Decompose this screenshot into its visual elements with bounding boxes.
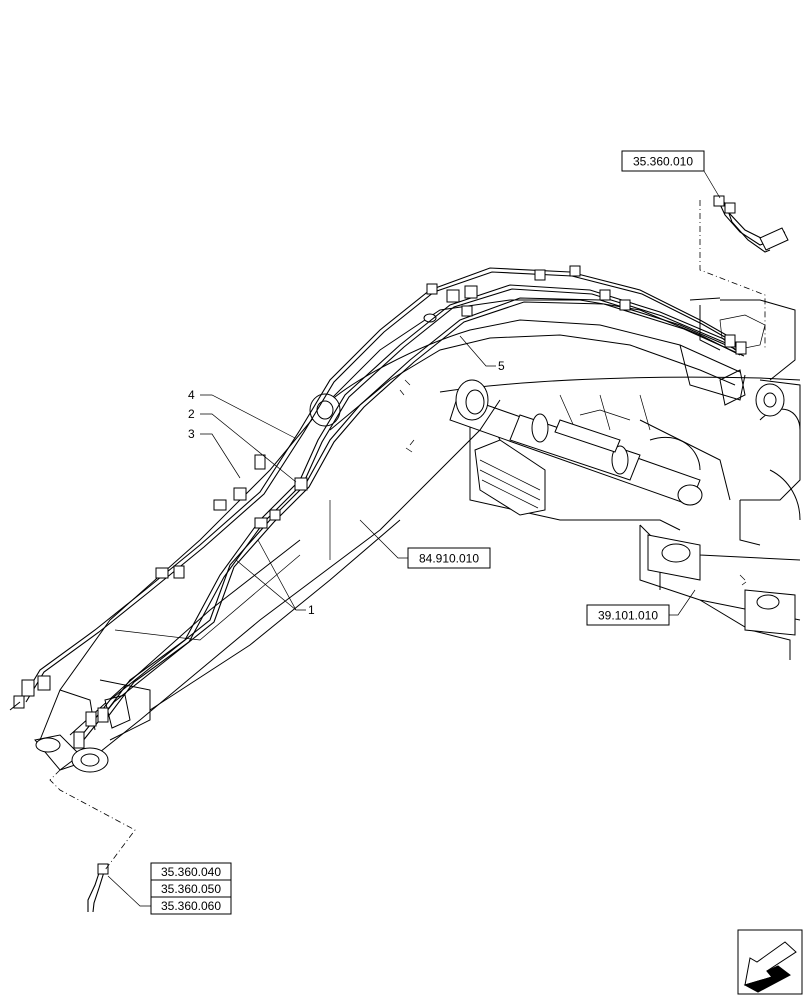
- boom-body: [34, 299, 746, 773]
- callout-2: 2: [188, 407, 297, 483]
- svg-text:5: 5: [498, 359, 505, 373]
- bottom-left-hose-subassembly: [87, 863, 109, 913]
- ref-bottom-label-3: 35.360.060: [161, 899, 221, 913]
- callout-1: 1: [235, 539, 315, 617]
- ref-frame[interactable]: 39.101.010: [586, 604, 670, 626]
- svg-text:2: 2: [188, 407, 195, 421]
- ref-bottom-stack[interactable]: 35.360.040 35.360.050 35.360.060: [150, 862, 232, 915]
- ref-bottom-label-1: 35.360.040: [161, 865, 221, 879]
- ref-top-right-label: 35.360.010: [633, 155, 693, 169]
- hose-assembly: [9, 265, 747, 749]
- view-direction-arrow-icon: [737, 929, 803, 995]
- ref-boom-label: 84.910.010: [419, 552, 479, 566]
- svg-text:3: 3: [188, 427, 195, 441]
- ref-boom[interactable]: 84.910.010: [407, 547, 491, 569]
- svg-text:4: 4: [188, 388, 195, 402]
- callout-3: 3: [188, 427, 241, 479]
- boom-cylinder: [449, 379, 703, 506]
- svg-text:1: 1: [308, 603, 315, 617]
- callout-5: 5: [459, 335, 505, 373]
- hose-clamps: [155, 265, 747, 579]
- dash-connectors: [49, 200, 766, 871]
- ref-top-right[interactable]: 35.360.010: [621, 150, 705, 172]
- ref-bottom-label-2: 35.360.050: [161, 882, 221, 896]
- ref-frame-label: 39.101.010: [598, 609, 658, 623]
- top-right-hose-subassembly: [713, 195, 789, 253]
- upper-frame: [439, 297, 801, 660]
- tip-fittings: [9, 675, 109, 749]
- callout-4: 4: [188, 388, 296, 439]
